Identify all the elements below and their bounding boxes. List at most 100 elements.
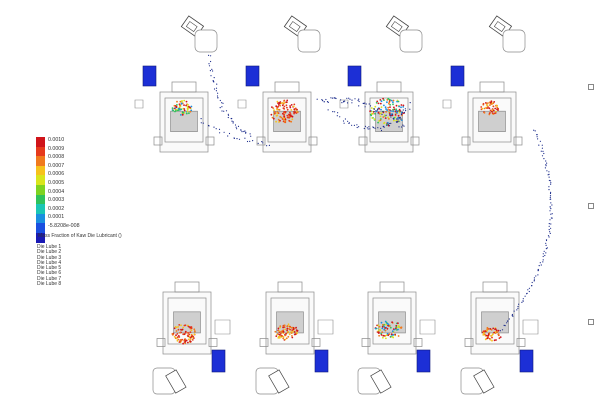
spray-particle	[370, 114, 373, 117]
spray-particle	[176, 100, 178, 103]
spray-particle	[283, 105, 286, 108]
spray-particle	[176, 336, 179, 339]
spray-particle	[380, 100, 383, 103]
die-top-block	[277, 281, 303, 293]
spray-particle	[381, 325, 384, 328]
track-particle	[346, 97, 348, 99]
spray-particle	[284, 334, 287, 337]
spray-particle	[393, 328, 396, 331]
spray-particle	[177, 328, 180, 331]
spray-particle	[175, 334, 177, 337]
spray-particle	[384, 106, 387, 109]
spray-particle	[374, 105, 377, 108]
track-particle	[358, 126, 360, 128]
track-particle	[543, 158, 545, 160]
track-particle	[542, 255, 544, 258]
track-particle	[542, 259, 544, 261]
spray-particle	[402, 106, 405, 108]
track-particle	[538, 144, 540, 146]
spray-particle	[283, 116, 286, 118]
spray-particle	[382, 334, 385, 337]
die-top-block	[174, 281, 200, 293]
track-particle	[522, 300, 524, 302]
spray-particle	[493, 339, 496, 342]
track-particle	[376, 110, 378, 112]
track-particle	[534, 130, 536, 132]
spray-particle	[289, 325, 291, 328]
track-particle	[358, 100, 360, 103]
spray-particle	[392, 110, 394, 113]
spray-particle	[175, 337, 178, 340]
spray-particle	[278, 335, 280, 338]
track-particle	[546, 162, 548, 164]
track-particle	[216, 95, 219, 97]
track-particle	[382, 125, 384, 127]
spray-particle	[272, 107, 275, 109]
spray-particle	[388, 112, 391, 114]
spray-particle	[293, 331, 296, 333]
station-top-2	[237, 15, 321, 153]
track-particle	[543, 250, 545, 252]
track-particle	[209, 70, 211, 72]
track-particle	[215, 87, 218, 89]
track-particle	[546, 170, 548, 172]
colorbar-segment	[36, 194, 45, 205]
track-particle	[536, 136, 538, 138]
spray-particle	[189, 326, 191, 329]
die-cavity	[375, 110, 403, 132]
spray-particle	[190, 334, 193, 336]
spray-particle	[289, 106, 292, 109]
spray-particle	[385, 337, 387, 340]
track-particle	[333, 97, 335, 99]
spray-particle	[183, 99, 186, 102]
spray-particle	[400, 119, 403, 121]
spray-particle	[171, 333, 174, 335]
track-particle	[202, 122, 204, 124]
track-particle	[327, 101, 329, 103]
colorbar-segment	[36, 156, 45, 166]
track-particle	[219, 99, 221, 102]
spray-particle	[184, 342, 187, 345]
track-particle	[377, 127, 379, 129]
spray-particle	[493, 101, 496, 103]
spray-particle	[178, 107, 181, 110]
spray-particle	[497, 329, 500, 332]
track-particle	[368, 103, 370, 105]
spray-particle	[279, 326, 281, 329]
spray-particle	[276, 100, 279, 103]
spray-particle	[173, 104, 176, 107]
spray-particle	[480, 106, 483, 108]
track-particle	[374, 127, 376, 129]
track-particle	[321, 99, 323, 101]
track-particle	[346, 102, 349, 104]
nozzle-block-icon	[450, 65, 465, 87]
track-particle	[375, 110, 377, 112]
track-particle	[348, 122, 350, 124]
nozzle-block-icon	[519, 349, 534, 373]
station-bottom-4	[460, 281, 539, 395]
track-particle	[382, 110, 384, 113]
spray-particle	[380, 112, 382, 115]
track-particle	[235, 126, 237, 128]
track-particle	[522, 298, 524, 300]
die-cavity	[170, 110, 198, 132]
spray-particle	[487, 334, 490, 337]
track-particle	[335, 97, 337, 100]
track-particle	[225, 110, 228, 112]
spray-particle	[489, 101, 492, 104]
track-particle	[403, 111, 405, 114]
spray-particle	[272, 117, 275, 120]
die-side-block	[361, 338, 371, 347]
track-particle	[215, 90, 217, 92]
spray-particle	[492, 333, 494, 336]
spray-particle	[383, 99, 385, 101]
track-particle	[550, 223, 552, 225]
spray-particle	[379, 119, 382, 122]
track-particle	[231, 120, 233, 122]
spray-particle	[491, 339, 493, 342]
track-particle	[545, 164, 547, 166]
spray-particle	[188, 335, 191, 338]
track-particle	[395, 121, 397, 123]
sprayer-housing	[194, 29, 218, 53]
sprayer-arm-body	[283, 15, 321, 53]
